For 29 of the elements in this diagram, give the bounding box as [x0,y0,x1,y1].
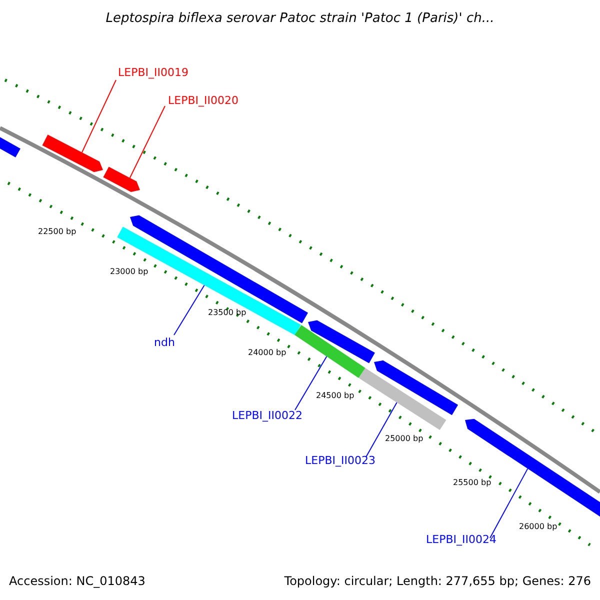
gene-label: LEPBI_II0023 [305,455,376,466]
gene-label: LEPBI_II0019 [118,67,188,78]
scale-label: 24000 bp [248,349,286,357]
scale-label: 25000 bp [385,435,424,443]
gene-feature [358,368,446,430]
gene-feature [308,320,375,364]
title: Leptospira biflexa serovar Patoc strain 'Patoc 1 (Paris)' ch... [104,12,496,25]
scale-label: 23500 bp [208,309,246,317]
leader-line [174,284,205,336]
gene-label: LEPBI_II0024 [426,534,496,545]
leader-line [490,468,528,538]
leader-line [294,356,328,410]
gene-feature [103,166,140,192]
gene-feature [0,136,20,158]
gene-feature [42,134,103,172]
gene-label: LEPBI_II0020 [168,95,238,106]
gene-feature [374,360,458,416]
gene-label: LEPBI_II0022 [232,410,302,421]
footer-text: Accession: NC_010843 [9,575,146,587]
leader-line [366,402,398,458]
gene-label: ndh [154,337,175,348]
leader-line [129,106,166,178]
scale-label: 22500 bp [38,228,76,236]
leader-line [81,80,116,153]
gene-feature [294,325,366,378]
scale-label: 24500 bp [316,392,354,400]
scale-label: 23000 bp [110,268,148,276]
footer-text: Topology: circular; Length: 277,655 bp; Genes: 276 [284,575,591,587]
scale-label: 25500 bp [453,479,492,487]
